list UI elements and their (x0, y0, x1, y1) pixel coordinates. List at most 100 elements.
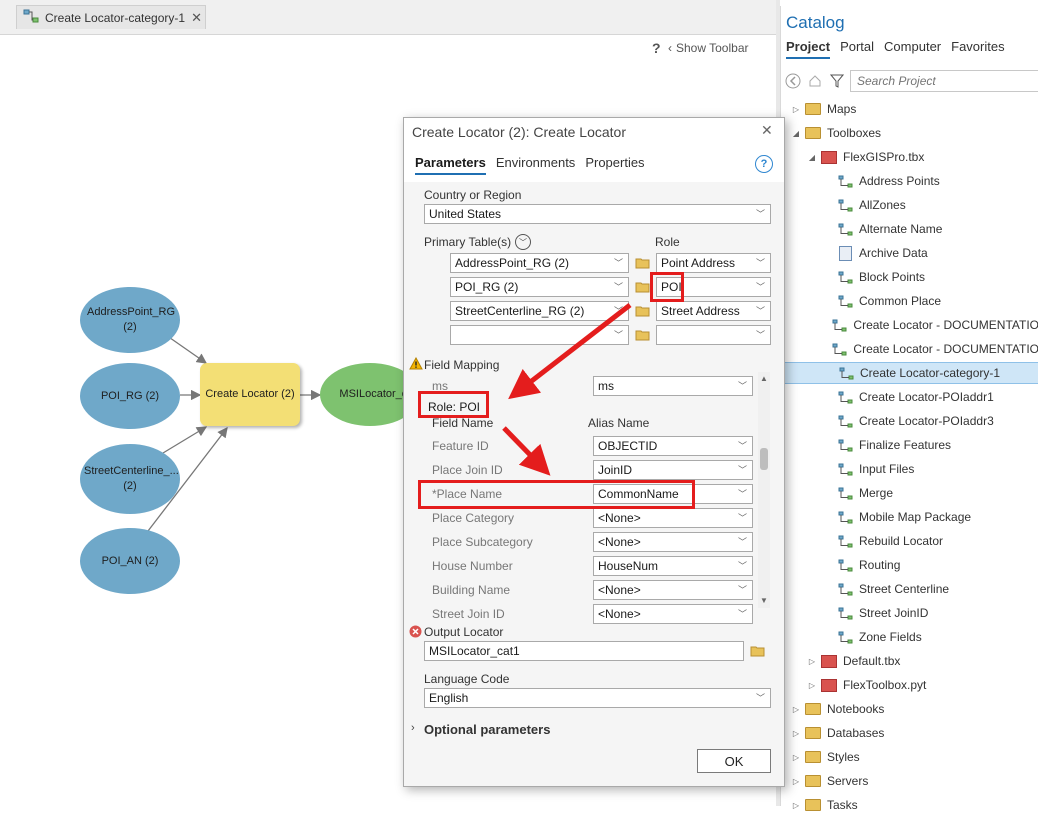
node-addresspoint[interactable]: AddressPoint_RG (2) (80, 287, 180, 353)
scroll-up-icon[interactable]: ▲ (760, 374, 768, 383)
tree-item[interactable]: Archive Data (781, 242, 1038, 264)
catalog-search-input[interactable] (850, 70, 1038, 92)
primary-tables-label: Primary Table(s) (424, 235, 512, 249)
tree-item[interactable]: Zone Fields (781, 626, 1038, 648)
tree-item[interactable]: Address Points (781, 170, 1038, 192)
node-streetcenterline[interactable]: StreetCenterline_... (2) (80, 444, 180, 514)
close-tab-icon[interactable]: ✕ (191, 9, 202, 25)
field-mapping-scrollbar[interactable] (758, 372, 770, 608)
primary-table-select[interactable]: POI_RG (2)﹀ (450, 277, 629, 297)
node-poi-an[interactable]: POI_AN (2) (80, 528, 180, 594)
field-alias-select[interactable]: JoinID﹀ (593, 460, 753, 480)
tree-item[interactable]: ▷Servers (781, 770, 1038, 792)
fm-top-select[interactable]: ms﹀ (593, 376, 753, 396)
tree-item[interactable]: Routing (781, 554, 1038, 576)
tree-item[interactable]: ▷FlexToolbox.pyt (781, 674, 1038, 696)
role-select[interactable]: Street Address﹀ (656, 301, 771, 321)
tree-item[interactable]: Street JoinID (781, 602, 1038, 624)
field-alias-select[interactable]: <None>﹀ (593, 580, 753, 600)
role-select[interactable]: ﹀ (656, 325, 771, 345)
primary-table-select[interactable]: StreetCenterline_RG (2)﹀ (450, 301, 629, 321)
show-toolbar-button[interactable]: ‹ Show Toolbar (668, 41, 749, 55)
tree-item[interactable]: Create Locator - DOCUMENTATIO (781, 314, 1038, 336)
node-poi-rg[interactable]: POI_RG (2) (80, 363, 180, 429)
home-icon[interactable] (806, 72, 824, 90)
tree-item[interactable]: Rebuild Locator (781, 530, 1038, 552)
expand-arrow-icon[interactable]: ▷ (808, 656, 816, 666)
expand-arrow-icon[interactable]: ▷ (792, 704, 800, 714)
role-select[interactable]: POI﹀ (656, 277, 771, 297)
back-icon[interactable] (784, 72, 802, 90)
tree-item[interactable]: Alternate Name (781, 218, 1038, 240)
tree-item[interactable]: Create Locator-POIaddr1 (781, 386, 1038, 408)
expand-arrow-icon[interactable]: ▷ (792, 776, 800, 786)
tree-item[interactable]: AllZones (781, 194, 1038, 216)
model-tool-icon (837, 174, 853, 188)
primary-table-select[interactable]: ﹀ (450, 325, 629, 345)
open-folder-icon[interactable] (635, 329, 651, 341)
ok-button[interactable]: OK (697, 749, 771, 773)
tree-item[interactable]: ▷Maps (781, 98, 1038, 120)
open-folder-icon[interactable] (635, 281, 651, 293)
expand-arrow-icon[interactable]: ▷ (792, 728, 800, 738)
scroll-down-icon[interactable]: ▼ (760, 596, 768, 605)
field-alias-select[interactable]: <None>﹀ (593, 604, 753, 624)
tree-item[interactable]: ◢FlexGISPro.tbx (781, 146, 1038, 168)
collapse-arrow-icon[interactable]: ◢ (808, 152, 816, 162)
tree-item[interactable]: Common Place (781, 290, 1038, 312)
help-icon[interactable]: ? (755, 155, 773, 173)
expand-circle-icon[interactable]: ﹀ (515, 234, 531, 250)
field-alias-select[interactable]: <None>﹀ (593, 508, 753, 528)
scrollbar-thumb[interactable] (760, 448, 768, 470)
expand-arrow-icon[interactable]: ▷ (792, 104, 800, 114)
tree-item[interactable]: ◢Toolboxes (781, 122, 1038, 144)
tree-item[interactable]: ▷Styles (781, 746, 1038, 768)
tree-item[interactable]: ▷Notebooks (781, 698, 1038, 720)
primary-table-select[interactable]: AddressPoint_RG (2)﹀ (450, 253, 629, 273)
document-tab[interactable]: Create Locator-category-1 ✕ (16, 5, 206, 29)
field-alias-select[interactable]: OBJECTID﹀ (593, 436, 753, 456)
tab-parameters[interactable]: Parameters (415, 155, 486, 175)
tab-project[interactable]: Project (786, 39, 831, 59)
collapse-arrow-icon[interactable]: ◢ (792, 128, 800, 138)
tab-properties[interactable]: Properties (585, 155, 645, 170)
close-icon[interactable]: ✕ (761, 122, 773, 138)
expand-arrow-icon[interactable]: ▷ (792, 800, 800, 810)
tree-item[interactable]: Create Locator-POIaddr3 (781, 410, 1038, 432)
output-locator-input[interactable]: MSILocator_cat1 (424, 641, 744, 661)
field-alias-select[interactable]: <None>﹀ (593, 532, 753, 552)
tab-portal[interactable]: Portal (840, 39, 875, 54)
open-folder-icon[interactable] (635, 305, 651, 317)
tree-item[interactable]: Finalize Features (781, 434, 1038, 456)
optional-parameters-toggle[interactable]: Optional parameters (424, 722, 551, 737)
tree-item[interactable]: Create Locator-category-1 (781, 362, 1038, 384)
tab-computer[interactable]: Computer (884, 39, 942, 54)
field-alias-select[interactable]: CommonName﹀ (593, 484, 753, 504)
tree-item[interactable]: ▷Default.tbx (781, 650, 1038, 672)
expand-arrow-icon[interactable]: ▷ (808, 680, 816, 690)
role-select[interactable]: Point Address﹀ (656, 253, 771, 273)
filter-icon[interactable] (828, 72, 846, 90)
tree-item[interactable]: Street Centerline (781, 578, 1038, 600)
open-folder-icon[interactable] (635, 257, 651, 269)
tree-item[interactable]: Block Points (781, 266, 1038, 288)
tree-item[interactable]: Create Locator - DOCUMENTATIO (781, 338, 1038, 360)
tree-item[interactable]: Merge (781, 482, 1038, 504)
open-folder-icon[interactable] (750, 645, 766, 657)
help-icon[interactable]: ? (652, 40, 661, 56)
tree-item[interactable]: ▷Tasks (781, 794, 1038, 816)
language-select[interactable]: English﹀ (424, 688, 771, 708)
country-select[interactable]: United States﹀ (424, 204, 771, 224)
chevron-down-icon: ﹀ (755, 306, 765, 316)
expand-arrow-icon[interactable]: ▷ (792, 752, 800, 762)
tab-environments[interactable]: Environments (495, 155, 576, 170)
tree-item-label: Input Files (859, 462, 915, 476)
tree-item-label: Create Locator - DOCUMENTATIO (853, 318, 1038, 332)
tab-favorites[interactable]: Favorites (951, 39, 1005, 54)
tree-item[interactable]: Mobile Map Package (781, 506, 1038, 528)
node-create-locator[interactable]: Create Locator (2) (200, 363, 300, 426)
tree-item[interactable]: ▷Databases (781, 722, 1038, 744)
field-alias-select[interactable]: HouseNum﹀ (593, 556, 753, 576)
tree-item-label: Address Points (859, 174, 940, 188)
tree-item[interactable]: Input Files (781, 458, 1038, 480)
